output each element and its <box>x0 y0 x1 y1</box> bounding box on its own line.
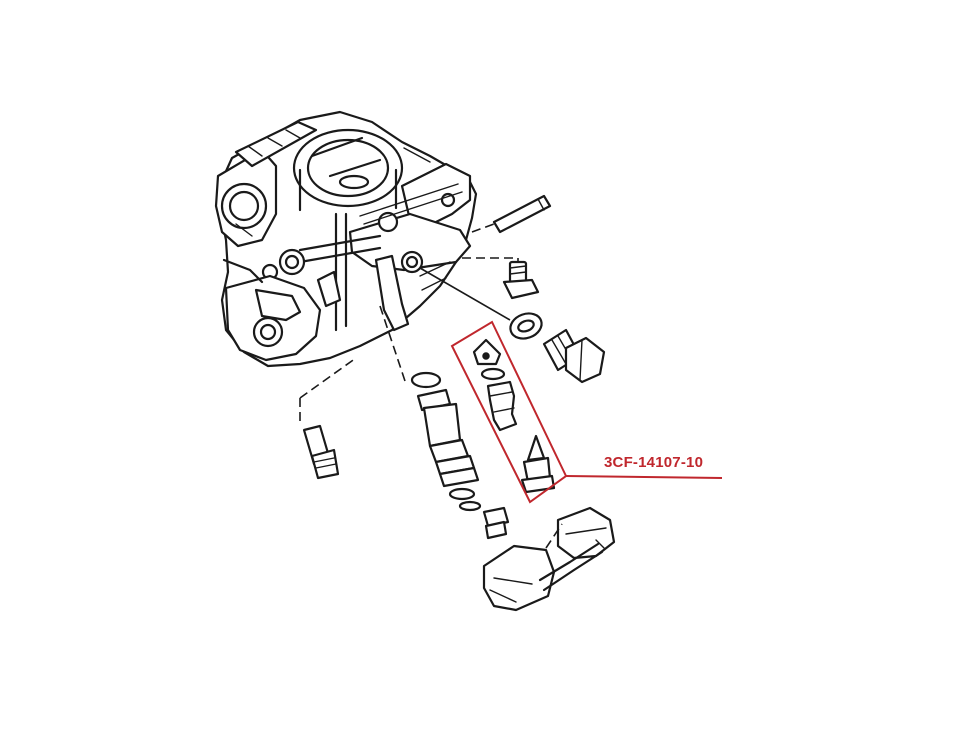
pilot-jet[interactable] <box>302 424 340 480</box>
float[interactable] <box>482 506 616 612</box>
washer[interactable] <box>507 309 545 342</box>
leader-float <box>545 523 563 549</box>
main-jet-holder[interactable] <box>410 371 510 540</box>
needle-valve-seat-assembly[interactable] <box>472 338 556 494</box>
callout-line <box>565 475 723 479</box>
leader-screw <box>462 257 519 262</box>
leader-pilot-jet <box>299 357 357 424</box>
leader-washer <box>419 267 511 321</box>
part-number-label: 3CF-14107-10 <box>604 454 704 471</box>
drain-bolt[interactable] <box>542 328 606 384</box>
leader-float-pin <box>471 223 495 233</box>
float-pin[interactable] <box>492 194 552 234</box>
carburetor-body[interactable] <box>214 110 478 368</box>
screw-small[interactable] <box>502 260 540 300</box>
